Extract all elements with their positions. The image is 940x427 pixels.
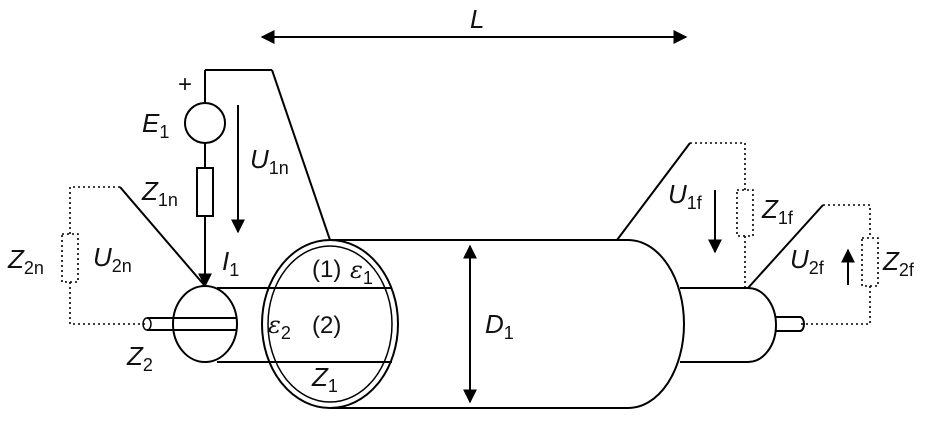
- label-z1f: Z1f: [761, 194, 794, 228]
- label-epsilon-1: ε1: [350, 256, 373, 288]
- far-end-load-z1f: [616, 142, 754, 288]
- label-z2f: Z2f: [882, 246, 915, 280]
- near-end-inner-conductor: [142, 285, 238, 363]
- outer-conductor: [261, 239, 685, 409]
- label-u2n: U2n: [93, 242, 132, 276]
- label-e1: E1: [142, 108, 169, 142]
- label-z2n: Z2n: [7, 244, 44, 278]
- far-end-inner-conductor: [680, 287, 805, 363]
- label-u1f: U1f: [668, 179, 703, 213]
- near-end-load-z2n: [61, 186, 206, 325]
- label-region-2: (2): [312, 312, 341, 339]
- label-u2f: U2f: [790, 244, 825, 278]
- label-u1n: U1n: [250, 144, 289, 178]
- label-epsilon-2: ε2: [268, 311, 291, 343]
- length-label: L: [470, 4, 484, 34]
- far-end-load-z2f: [747, 204, 879, 325]
- source-plus-sign: +: [178, 71, 192, 98]
- label-z1: Z1: [311, 362, 338, 396]
- label-d1: D1: [485, 309, 514, 343]
- near-end-source-circuit: [184, 69, 331, 288]
- label-z1n: Z1n: [141, 176, 178, 210]
- label-z2: Z2: [126, 341, 153, 375]
- label-region-1: (1): [312, 256, 341, 283]
- label-i1: I1: [222, 246, 239, 280]
